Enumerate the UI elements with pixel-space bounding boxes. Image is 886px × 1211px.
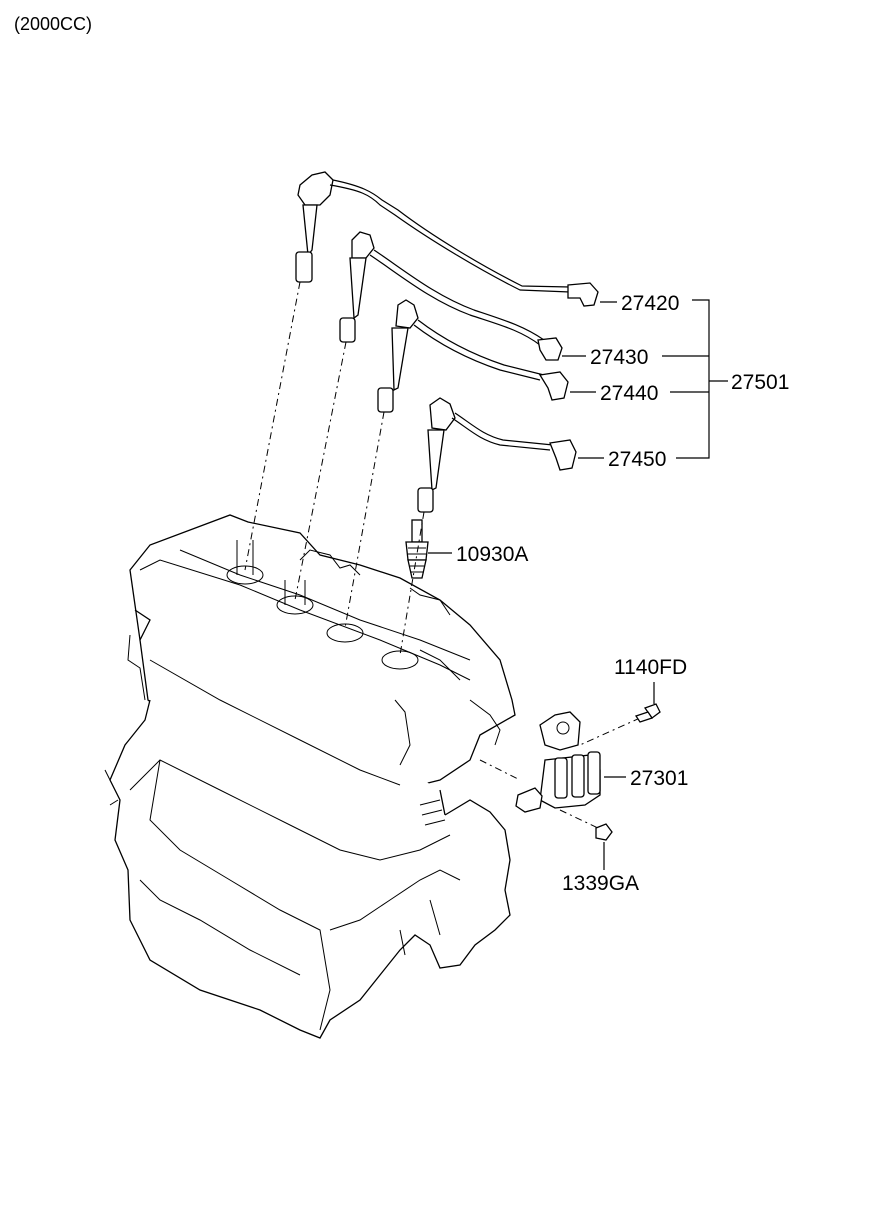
engine-block	[104, 514, 516, 1039]
alignment-lines	[244, 281, 641, 829]
ignition-coil	[515, 711, 601, 813]
ignition-wire-27430	[339, 231, 563, 361]
callout-10930a: 10930A	[456, 543, 528, 566]
callout-27420: 27420	[621, 292, 679, 315]
ignition-wire-27420	[295, 171, 599, 307]
leader-lines	[428, 299, 728, 870]
callout-27450: 27450	[608, 448, 666, 471]
nut	[595, 823, 613, 841]
callout-1140fd: 1140FD	[614, 656, 687, 679]
ignition-wire-27440	[377, 299, 569, 413]
callout-1339ga: 1339GA	[562, 872, 639, 895]
callout-27430: 27430	[590, 346, 648, 369]
engine-variant-label: (2000CC)	[14, 14, 93, 34]
callout-27440: 27440	[600, 382, 658, 405]
ignition-wire-27450	[417, 397, 577, 513]
callout-27501: 27501	[731, 371, 789, 394]
callout-27301: 27301	[630, 767, 688, 790]
bolt	[634, 703, 661, 723]
spark-plug	[405, 519, 429, 579]
